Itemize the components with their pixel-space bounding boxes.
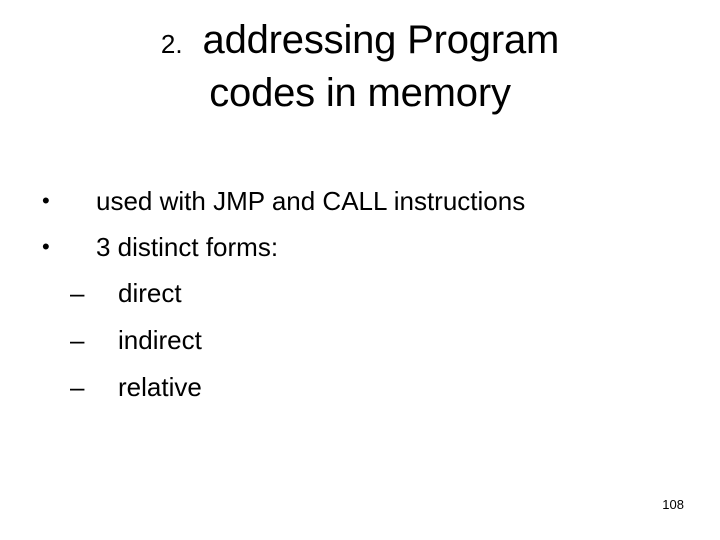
- list-item-label: direct: [118, 278, 182, 308]
- list-item: • used with JMP and CALL instructions: [0, 178, 720, 224]
- list-item: – indirect: [0, 317, 720, 364]
- list-item-label: used with JMP and CALL instructions: [96, 186, 526, 216]
- title-line-2: codes in memory: [209, 71, 511, 115]
- slide-body: • used with JMP and CALL instructions • …: [0, 178, 720, 411]
- title-line-1-text: addressing Program: [202, 18, 560, 62]
- page-number: 108: [662, 497, 684, 512]
- list-item: • 3 distinct forms:: [0, 224, 720, 270]
- list-item: – direct: [0, 270, 720, 317]
- bullet-dash-icon: –: [70, 372, 85, 402]
- title-list-number: 2.: [160, 29, 183, 59]
- bullet-dash-icon: –: [70, 278, 85, 308]
- bullet-dot-icon: •: [42, 234, 50, 259]
- list-item-label: relative: [118, 372, 202, 402]
- list-item-label: 3 distinct forms:: [96, 232, 279, 262]
- bullet-dot-icon: •: [42, 188, 50, 213]
- list-item-label: indirect: [118, 325, 202, 355]
- list-item: – relative: [0, 364, 720, 411]
- slide-title: 2. addressing Program codes in memory: [60, 16, 660, 118]
- title-line-1: 2. addressing Program: [60, 16, 660, 69]
- bullet-dash-icon: –: [70, 325, 85, 355]
